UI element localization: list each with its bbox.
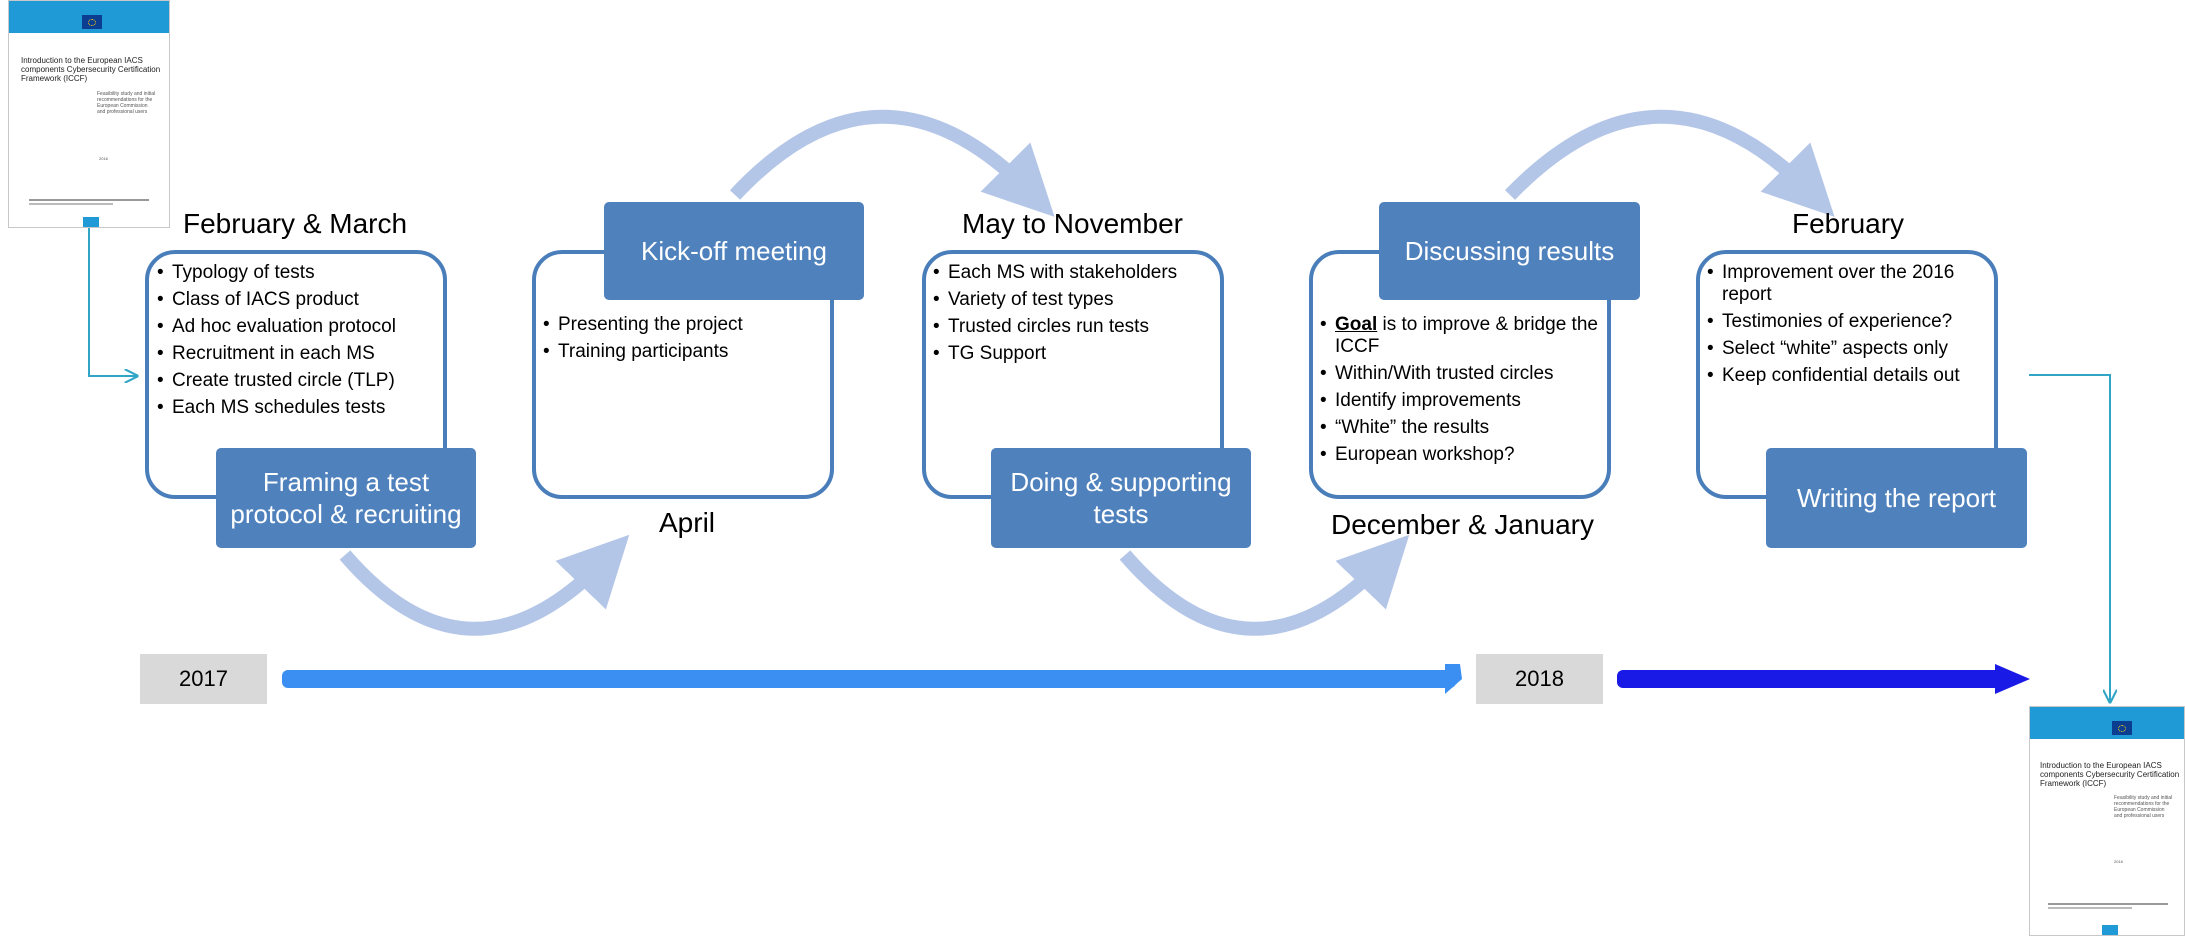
stage-5-bullets: Improvement over the 2016 report Testimo… [1707,262,1992,392]
list-item: Improvement over the 2016 report [1707,262,1992,306]
list-item: European workshop? [1320,444,1605,466]
list-item: Each MS schedules tests [157,397,442,419]
year-label-2017: 2017 [140,654,267,704]
list-item: Keep confidential details out [1707,365,1992,387]
year-label-2018: 2018 [1476,654,1603,704]
list-item: Training participants [543,341,828,363]
stage-5-period: February [1792,208,1905,239]
stage-2-bullets: Presenting the project Training particip… [543,314,828,368]
list-item: “White” the results [1320,417,1605,439]
list-item: Recruitment in each MS [157,343,442,365]
doc-subtitle: Feasibility study and initial recommenda… [97,91,156,115]
doc-header-band [2030,707,2184,739]
stage-1-period: February & March [183,208,408,239]
doc-subtitle: Feasibility study and initial recommenda… [2114,795,2173,819]
report-thumbnail-top: Introduction to the European IACS compon… [8,0,170,228]
stage-1-title: Framing a test protocol & recruiting [230,467,462,529]
eu-flag-icon [82,15,102,29]
doc-year: 2016 [2114,859,2123,864]
stage-1-bullets: Typology of tests Class of IACS product … [157,262,442,424]
stage-2-period: April [659,507,716,538]
stage-3-bullets: Each MS with stakeholders Variety of tes… [933,262,1218,370]
list-item: Select “white” aspects only [1707,338,1992,360]
list-item: TG Support [933,343,1218,365]
stage-4-bullets: Goal is to improve & bridge the ICCF Wit… [1320,314,1605,471]
connector-line-top [88,228,137,376]
doc-footer-logo [83,217,99,227]
stage-1-title-box: Framing a test protocol & recruiting [216,448,476,548]
stage-3-title-box: Doing & supporting tests [991,448,1251,548]
connector-line-bottom [2029,374,2110,702]
list-item: Ad hoc evaluation protocol [157,316,442,338]
stage-4-title: Discussing results [1404,236,1615,266]
doc-footer-logo [2102,925,2118,935]
doc-title: Introduction to the European IACS compon… [21,56,161,83]
timeline-arrow-2018 [1617,664,2030,694]
stage-3-period: May to November [962,208,1183,239]
stage-3-title: Doing & supporting tests [1010,467,1232,529]
list-item: Create trusted circle (TLP) [157,370,442,392]
timeline-arrow-2017 [282,664,1462,694]
list-item: Typology of tests [157,262,442,284]
doc-year: 2016 [99,156,108,161]
list-item-goal: Goal is to improve & bridge the ICCF [1320,314,1605,358]
doc-footer-lines [2048,903,2168,909]
curved-arrow-2 [729,109,1055,217]
list-item: Presenting the project [543,314,828,336]
goal-rest: is to improve & bridge the ICCF [1335,314,1598,357]
doc-footer-lines [29,199,149,205]
list-item: Trusted circles run tests [933,316,1218,338]
stage-4-title-box: Discussing results [1379,202,1640,300]
curved-arrow-4 [1504,109,1835,217]
report-thumbnail-bottom: Introduction to the European IACS compon… [2029,706,2185,936]
stage-2-title: Kick-off meeting [641,236,827,266]
list-item: Variety of test types [933,289,1218,311]
stage-4-period: December & January [1331,509,1595,540]
list-item: Class of IACS product [157,289,442,311]
list-item: Testimonies of experience? [1707,311,1992,333]
stage-5-title: Writing the report [1797,483,1996,513]
list-item: Each MS with stakeholders [933,262,1218,284]
list-item: Within/With trusted circles [1320,363,1605,385]
curved-arrow-1 [339,534,630,636]
eu-flag-icon [2112,721,2132,735]
stage-2-title-box: Kick-off meeting [604,202,864,300]
list-item: Identify improvements [1320,390,1605,412]
goal-word: Goal [1335,314,1378,335]
curved-arrow-3 [1119,534,1410,636]
doc-title: Introduction to the European IACS compon… [2040,761,2180,788]
stage-5-title-box: Writing the report [1766,448,2027,548]
